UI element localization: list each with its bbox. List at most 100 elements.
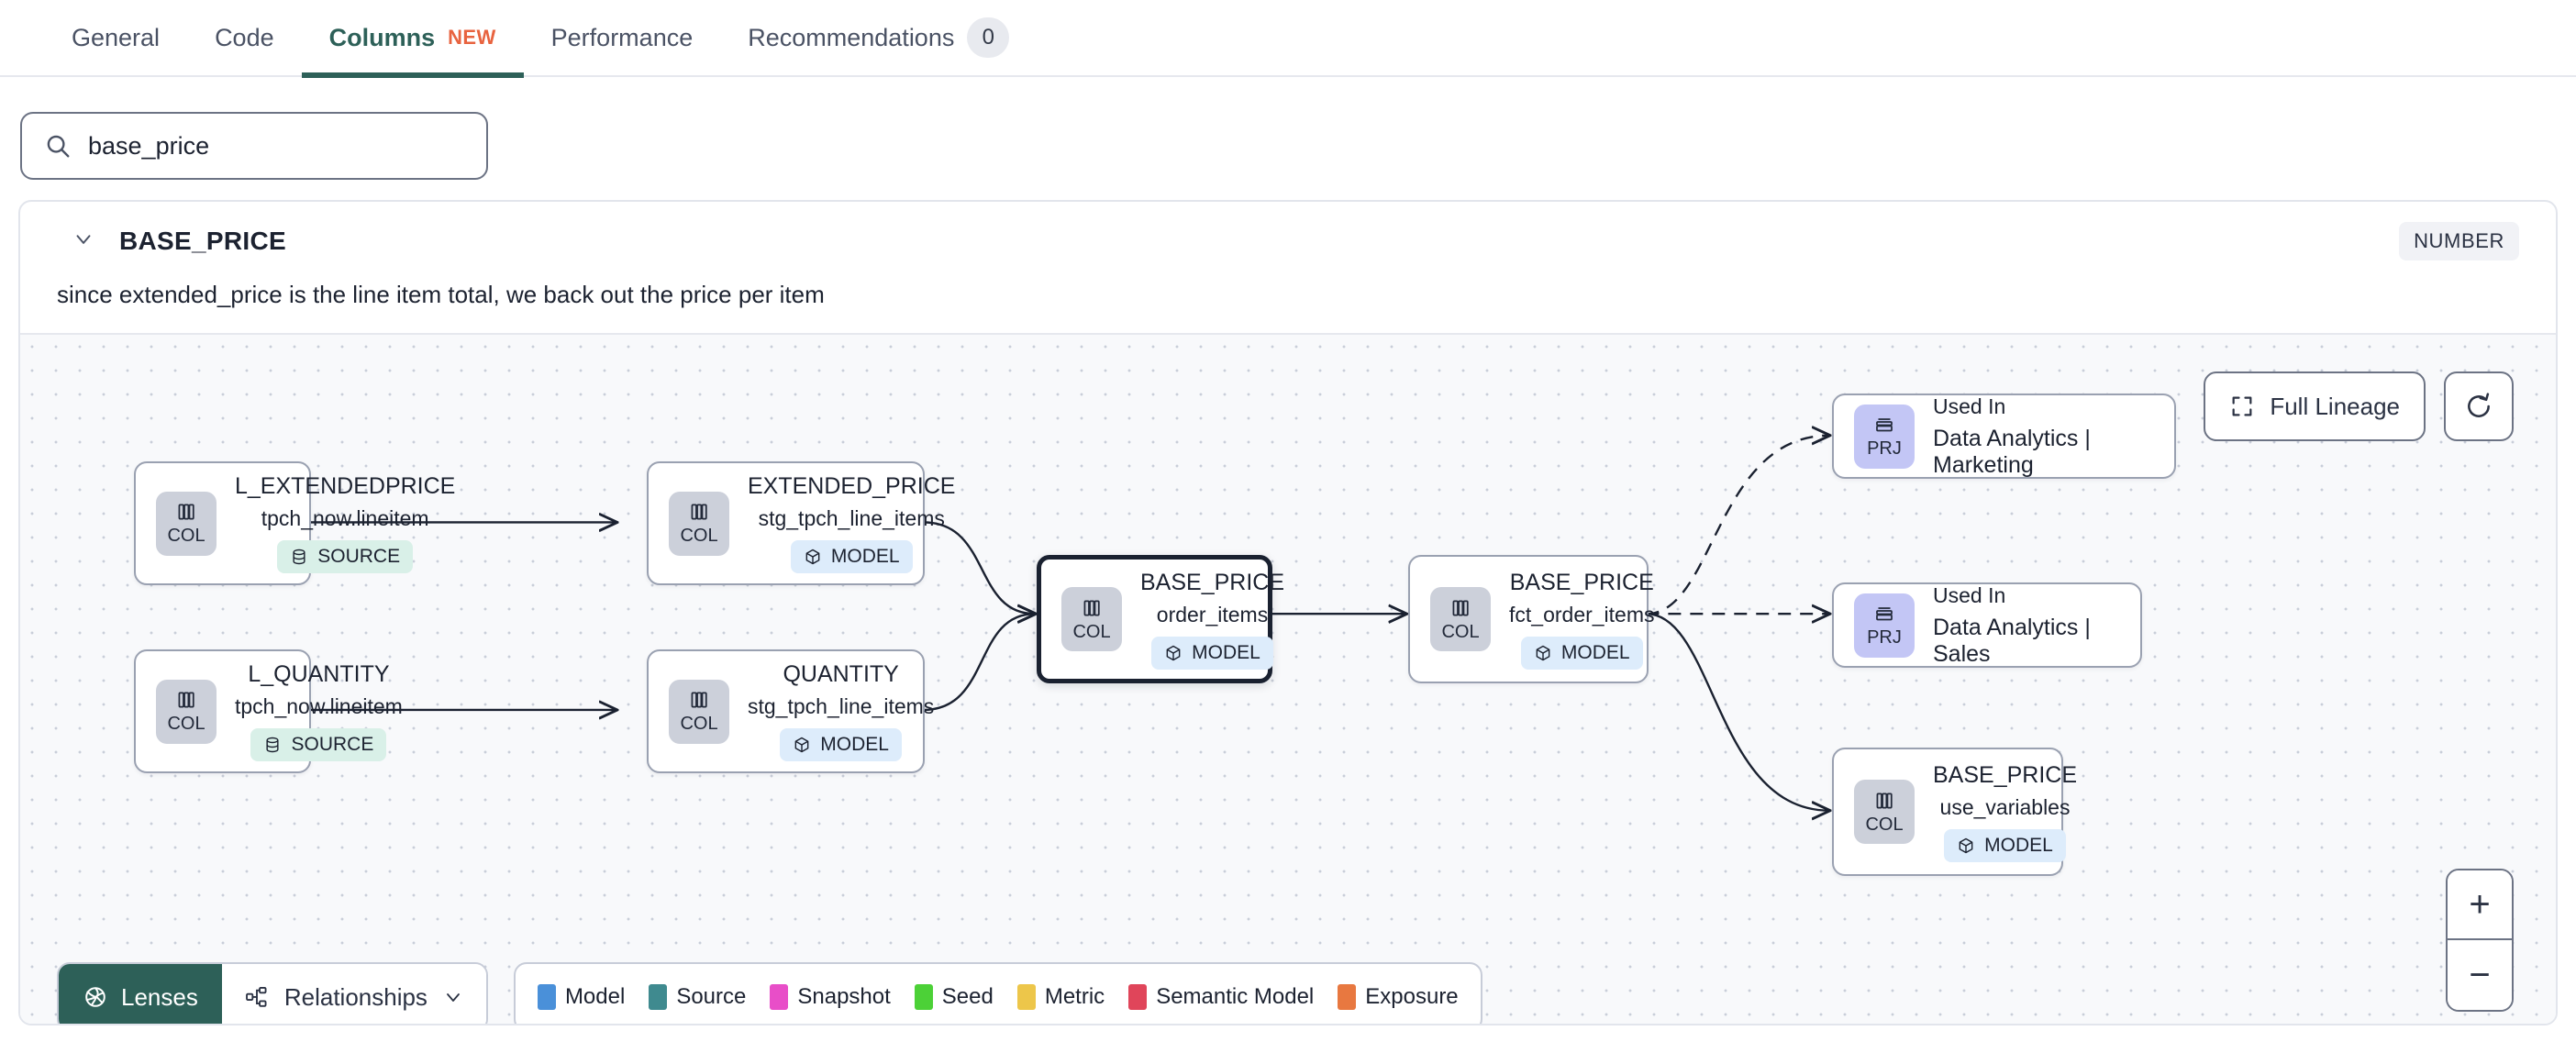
col-kind-badge: COL: [669, 679, 729, 744]
node-subtitle: tpch_now.lineitem: [261, 506, 429, 530]
recommendations-count-badge: 0: [967, 17, 1010, 58]
node-type-tag: MODEL: [790, 540, 913, 573]
chevron-down-icon[interactable]: [72, 227, 95, 256]
project-name: Data Analytics | Sales: [1933, 614, 2091, 667]
tab-code[interactable]: Code: [187, 0, 302, 76]
lineage-node-extended-price[interactable]: COL EXTENDED_PRICE stg_tpch_line_items M…: [647, 461, 955, 585]
search-box[interactable]: [20, 112, 488, 180]
tab-label: General: [72, 23, 161, 51]
zoom-out-button[interactable]: −: [2448, 940, 2512, 1010]
node-subtitle: use_variables: [1939, 794, 2071, 819]
col-kind-badge: COL: [1061, 587, 1122, 651]
lineage-node-project-sales[interactable]: PRJ Used In Data Analytics | Sales: [1832, 582, 2142, 668]
legend-item-exposure: Exposure: [1338, 984, 1459, 1010]
node-subtitle: fct_order_items: [1509, 602, 1655, 626]
tab-bar: General Code Columns NEW Performance Rec…: [0, 0, 2576, 78]
expand-icon: [2229, 393, 2255, 419]
legend-swatch: [770, 984, 789, 1010]
col-kind-label: COL: [167, 714, 205, 734]
node-type-tag-label: SOURCE: [317, 546, 401, 567]
col-kind-label: COL: [680, 714, 718, 734]
node-type-tag: MODEL: [780, 728, 902, 761]
new-badge: NEW: [448, 26, 496, 49]
search-area: [0, 77, 2576, 200]
legend-label: Snapshot: [797, 984, 891, 1009]
legend-label: Semantic Model: [1156, 984, 1315, 1009]
refresh-button[interactable]: [2444, 371, 2514, 441]
lineage-canvas[interactable]: COL L_EXTENDEDPRICE tpch_now.lineitem SO…: [20, 333, 2556, 1024]
lineage-node-base-price-use-variables[interactable]: COL BASE_PRICE use_variables MODEL: [1832, 748, 2077, 876]
tab-general[interactable]: General: [44, 0, 187, 76]
node-type-legend: Model Source Snapshot Seed Metric: [513, 962, 1482, 1024]
lineage-node-quantity[interactable]: COL QUANTITY stg_tpch_line_items MODEL: [647, 649, 934, 773]
tab-label: Recommendations: [748, 23, 955, 51]
node-subtitle: stg_tpch_line_items: [748, 694, 935, 718]
tab-performance[interactable]: Performance: [524, 0, 721, 76]
column-panel: BASE_PRICE NUMBER since extended_price i…: [18, 200, 2558, 1025]
node-name: BASE_PRICE: [1509, 569, 1654, 595]
col-kind-label: COL: [1441, 621, 1480, 642]
tab-label: Code: [215, 23, 274, 51]
node-name: L_EXTENDEDPRICE: [235, 473, 456, 499]
node-type-tag: MODEL: [1520, 636, 1643, 670]
full-lineage-button[interactable]: Full Lineage: [2204, 371, 2426, 441]
used-in-label: Used In: [1933, 393, 2006, 418]
legend-item-model: Model: [537, 984, 625, 1010]
tab-recommendations[interactable]: Recommendations 0: [720, 0, 1037, 76]
node-type-tag-label: MODEL: [1560, 641, 1630, 663]
lineage-node-base-price-order-items[interactable]: COL BASE_PRICE order_items MODEL: [1037, 555, 1284, 683]
node-type-tag-label: MODEL: [1192, 641, 1260, 663]
column-header: BASE_PRICE NUMBER: [20, 202, 2556, 281]
used-in-label: Used In: [1933, 582, 2006, 607]
legend-label: Source: [676, 984, 747, 1009]
lineage-node-base-price-fct-order-items[interactable]: COL BASE_PRICE fct_order_items MODEL: [1408, 555, 1655, 683]
search-icon: [44, 132, 72, 160]
prj-kind-label: PRJ: [1867, 627, 1902, 648]
node-name: BASE_PRICE: [1140, 569, 1285, 595]
prj-kind-badge: PRJ: [1854, 593, 1915, 658]
lineage-node-l-quantity[interactable]: COL L_QUANTITY tpch_now.lineitem SOURCE: [134, 649, 403, 773]
node-subtitle: order_items: [1156, 602, 1269, 626]
col-kind-badge: COL: [156, 491, 217, 556]
col-kind-label: COL: [1072, 621, 1111, 642]
aperture-icon: [83, 984, 108, 1010]
chevron-down-icon: [442, 986, 464, 1008]
node-type-tag-label: MODEL: [830, 546, 900, 567]
prj-kind-label: PRJ: [1867, 438, 1902, 459]
lenses-group: Lenses Relationships: [57, 962, 488, 1024]
legend-item-semantic-model: Semantic Model: [1128, 984, 1314, 1010]
relationships-icon: [244, 984, 270, 1010]
legend-swatch: [537, 984, 556, 1010]
lenses-button[interactable]: Lenses: [59, 964, 222, 1024]
legend-swatch: [1016, 984, 1036, 1010]
col-kind-label: COL: [680, 526, 718, 546]
graph-top-controls: Full Lineage: [2204, 371, 2514, 441]
node-type-tag-label: MODEL: [1984, 834, 2053, 856]
legend-label: Metric: [1044, 984, 1105, 1009]
node-name: EXTENDED_PRICE: [748, 473, 956, 499]
node-subtitle: stg_tpch_line_items: [758, 506, 945, 530]
relationships-dropdown[interactable]: Relationships: [221, 964, 486, 1024]
legend-item-snapshot: Snapshot: [770, 984, 891, 1010]
tab-label: Performance: [550, 23, 694, 51]
legend-swatch: [1338, 984, 1357, 1010]
col-kind-label: COL: [1865, 814, 1904, 835]
lineage-node-l-extendedprice[interactable]: COL L_EXTENDEDPRICE tpch_now.lineitem SO…: [134, 461, 455, 585]
node-type-tag: MODEL: [1944, 828, 2066, 862]
search-input[interactable]: [88, 131, 464, 161]
tab-label: Columns: [328, 23, 436, 51]
col-kind-badge: COL: [1854, 780, 1915, 844]
zoom-in-button[interactable]: +: [2448, 870, 2512, 940]
legend-item-source: Source: [649, 984, 746, 1010]
relationships-label: Relationships: [283, 982, 427, 1011]
node-type-tag-label: SOURCE: [291, 734, 374, 755]
lineage-node-project-marketing[interactable]: PRJ Used In Data Analytics | Marketing: [1832, 393, 2176, 479]
legend-item-metric: Metric: [1016, 984, 1105, 1010]
node-name: L_QUANTITY: [248, 661, 390, 687]
node-type-tag: MODEL: [1151, 636, 1273, 670]
tab-columns[interactable]: Columns NEW: [301, 0, 524, 78]
refresh-icon: [2464, 392, 2493, 421]
node-subtitle: tpch_now.lineitem: [235, 694, 403, 718]
project-name: Data Analytics | Marketing: [1933, 425, 2091, 478]
prj-kind-badge: PRJ: [1854, 404, 1915, 469]
